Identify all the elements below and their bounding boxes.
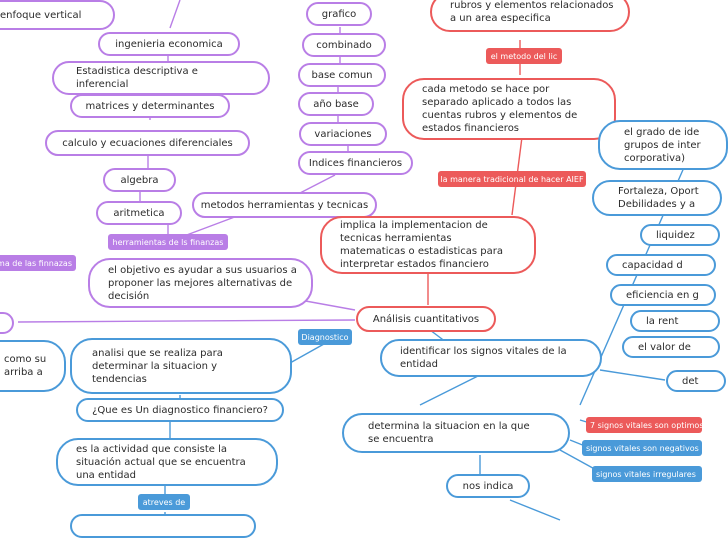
node-analisis-cuantitativos[interactable]: Análisis cuantitativos [356, 306, 496, 332]
tag-diagnostico[interactable]: Diagnostico [298, 329, 352, 345]
node-capacidad[interactable]: capacidad d [606, 254, 716, 276]
tag-signos-irregulares[interactable]: signos vitales irregulares [592, 466, 702, 482]
node-eficiencia[interactable]: eficiencia en g [610, 284, 716, 306]
node-estadistica[interactable]: Estadistica descriptiva e inferencial [52, 61, 270, 95]
node-label: la rent [646, 315, 679, 327]
node-label: Estadistica descriptiva e inferencial [76, 66, 198, 90]
node-indices[interactable]: Indices financieros [298, 151, 413, 175]
node-label: variaciones [314, 128, 372, 140]
node-label: Análisis cuantitativos [372, 313, 480, 325]
node-label: analisi que se realiza para determinar l… [92, 347, 223, 385]
tag-signos-negativos[interactable]: signos vitales son negativos [582, 440, 702, 456]
node-grado[interactable]: el grado de ide grupos de inter corporat… [598, 120, 728, 170]
node-variaciones[interactable]: variaciones [299, 122, 387, 146]
node-que-es[interactable]: ¿Que es Un diagnostico financiero? [76, 398, 284, 422]
node-label: Fortaleza, Oport Debilidades y a [618, 186, 699, 210]
node-como-su[interactable]: como su arriba a [0, 340, 66, 392]
node-nos-indica[interactable]: nos indica [446, 474, 530, 498]
node-metodos[interactable]: metodos herramientas y tecnicas [192, 192, 377, 218]
node-fortaleza[interactable]: Fortaleza, Oport Debilidades y a [592, 180, 722, 216]
node-label: base comun [311, 69, 373, 81]
node-label: el grado de ide grupos de inter corporat… [624, 126, 701, 164]
tag-finnazas[interactable]: ma de las finnazas [0, 255, 76, 271]
node-label: identificar los signos vitales de la ent… [400, 346, 567, 370]
tag-atreves[interactable]: atreves de [138, 494, 190, 510]
node-label: grafico [321, 8, 357, 20]
node-aritmetica[interactable]: aritmetica [96, 201, 182, 225]
node-left-edge[interactable] [0, 312, 14, 334]
node-ingenieria-economica[interactable]: ingenieria economica [98, 32, 240, 56]
node-label: rubros y elementos relacionados a un are… [450, 0, 614, 24]
node-label: año base [313, 98, 359, 110]
tag-label: signos vitales irregulares [596, 469, 696, 479]
node-determina[interactable]: determina la situacion en la que se encu… [342, 413, 570, 453]
node-label: determina la situacion en la que se encu… [368, 421, 530, 445]
node-valor[interactable]: el valor de [622, 336, 720, 358]
node-label: ¿Que es Un diagnostico financiero? [92, 404, 268, 416]
node-label: matrices y determinantes [85, 100, 215, 112]
node-analisi[interactable]: analisi que se realiza para determinar l… [70, 338, 292, 394]
tag-label: 7 signos vitales son optimos [590, 420, 704, 430]
node-implica[interactable]: implica la implementacion de tecnicas he… [320, 216, 536, 274]
node-calculo[interactable]: calculo y ecuaciones diferenciales [45, 130, 250, 156]
tag-manera-tradicional[interactable]: la manera tradicional de hacer AIEF [438, 171, 586, 187]
node-label: metodos herramientas y tecnicas [200, 199, 369, 211]
node-bottom-clipped[interactable] [70, 514, 256, 538]
node-label: aritmetica [113, 207, 165, 219]
tag-label: signos vitales son negativos [586, 443, 699, 453]
node-label: enfoque vertical [0, 9, 82, 21]
node-label: calculo y ecuaciones diferenciales [62, 137, 233, 149]
tag-herramientas[interactable]: herramientas de ls finanzas [108, 234, 228, 250]
node-cada-metodo[interactable]: cada metodo se hace por separado aplicad… [402, 78, 616, 140]
node-label: combinado [316, 39, 372, 51]
node-label: nos indica [462, 480, 514, 492]
tag-label: herramientas de ls finanzas [112, 237, 224, 247]
tag-label: la manera tradicional de hacer AIEF [440, 174, 584, 184]
tag-label: Diagnostico [301, 332, 349, 342]
node-grafico[interactable]: grafico [306, 2, 372, 26]
node-label: liquidez [656, 229, 695, 241]
node-label: det [682, 375, 699, 387]
node-liquidez[interactable]: liquidez [640, 224, 720, 246]
tag-label: ma de las finnazas [0, 258, 72, 268]
node-base-comun[interactable]: base comun [298, 63, 386, 87]
node-combinado[interactable]: combinado [302, 33, 386, 57]
node-identificar[interactable]: identificar los signos vitales de la ent… [380, 339, 602, 377]
node-rubros[interactable]: rubros y elementos relacionados a un are… [430, 0, 630, 32]
node-label: es la actividad que consiste la situació… [76, 443, 246, 481]
node-label: implica la implementacion de tecnicas he… [340, 220, 503, 270]
node-label: ingenieria economica [115, 38, 223, 50]
node-renta[interactable]: la rent [630, 310, 720, 332]
node-label: Indices financieros [308, 157, 403, 169]
node-enfoque-vertical[interactable]: enfoque vertical [0, 0, 115, 30]
tag-label: atreves de [142, 497, 186, 507]
node-label: algebra [120, 174, 159, 186]
node-label: el objetivo es ayudar a sus usuarios a p… [108, 264, 297, 302]
node-objetivo[interactable]: el objetivo es ayudar a sus usuarios a p… [88, 258, 313, 308]
node-det[interactable]: det [666, 370, 726, 392]
node-label: eficiencia en g [626, 289, 699, 301]
tag-metodo-lic[interactable]: el metodo del lic [486, 48, 562, 64]
node-es-la-actividad[interactable]: es la actividad que consiste la situació… [56, 438, 278, 486]
tag-label: el metodo del lic [490, 51, 558, 61]
node-ano-base[interactable]: año base [298, 92, 374, 116]
tag-signos-optimos[interactable]: 7 signos vitales son optimos [586, 417, 704, 433]
node-label: cada metodo se hace por separado aplicad… [422, 84, 578, 134]
node-label: como su arriba a [4, 354, 47, 378]
node-label: el valor de [638, 341, 691, 353]
node-matrices[interactable]: matrices y determinantes [70, 94, 230, 118]
node-algebra[interactable]: algebra [103, 168, 176, 192]
node-label: capacidad d [622, 259, 683, 271]
